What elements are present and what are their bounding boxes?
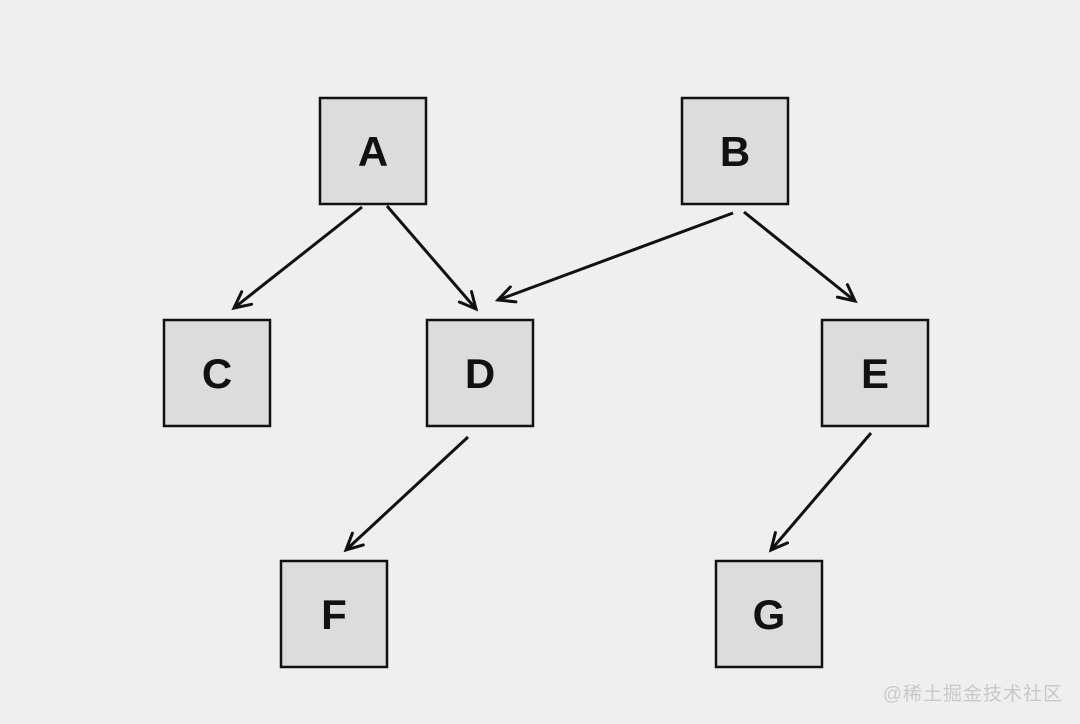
edge-B-D — [494, 211, 734, 304]
arrowhead-icon — [768, 531, 790, 553]
arrowhead-icon — [343, 531, 365, 553]
node-C: C — [162, 318, 272, 428]
node-E: E — [820, 318, 930, 428]
node-label-E: E — [861, 350, 889, 397]
node-label-B: B — [720, 128, 750, 175]
node-label-A: A — [358, 128, 388, 175]
arrowhead-icon — [835, 283, 858, 304]
arrowhead-icon — [494, 285, 518, 304]
arrowhead-icon — [457, 290, 479, 312]
node-A: A — [318, 96, 428, 206]
node-G: G — [714, 559, 824, 669]
edge-E-G — [768, 432, 873, 553]
arrowhead-icon — [231, 290, 254, 311]
node-label-C: C — [202, 350, 232, 397]
nodes-layer: A B C D E F G — [162, 96, 930, 669]
edge-A-C — [231, 205, 363, 311]
node-label-D: D — [465, 350, 495, 397]
node-B: B — [680, 96, 790, 206]
node-label-F: F — [321, 591, 347, 638]
node-label-G: G — [753, 591, 786, 638]
edge-D-F — [343, 435, 470, 553]
watermark: @稀土掘金技术社区 — [882, 684, 1063, 705]
edge-B-E — [743, 210, 858, 304]
node-D: D — [425, 318, 535, 428]
node-F: F — [279, 559, 389, 669]
edges-layer — [231, 205, 873, 553]
edge-A-D — [385, 205, 479, 312]
